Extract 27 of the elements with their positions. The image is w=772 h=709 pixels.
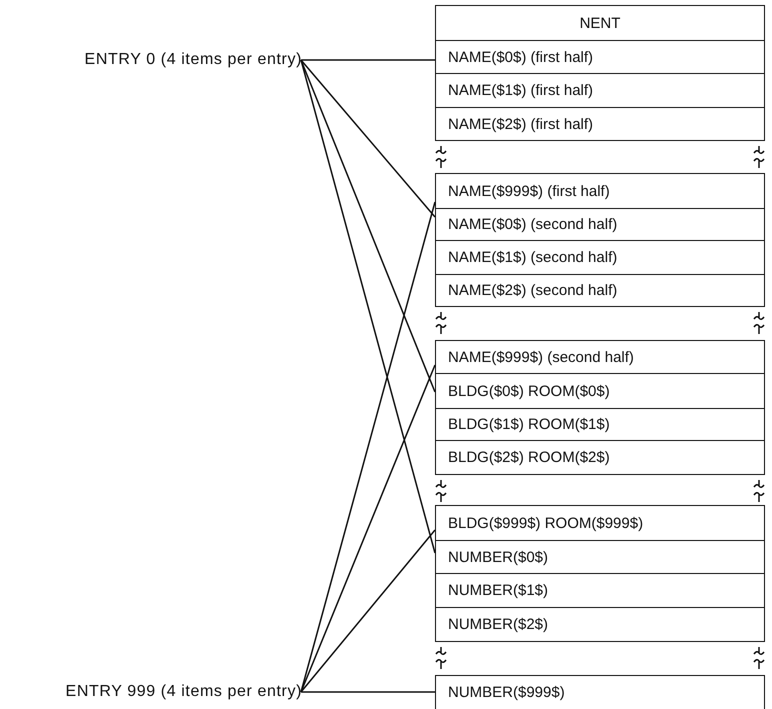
memory-cell: NAME($2$) (first half) [435, 107, 765, 141]
connector-line [300, 60, 436, 218]
connector-line [300, 530, 436, 692]
memory-cell: BLDG($2$) ROOM($2$) [435, 440, 765, 475]
entry-label: ENTRY 0 (4 items per entry) [84, 51, 302, 69]
memory-cell: NAME($999$) (second half) [435, 340, 765, 374]
memory-cell: NAME($2$) (second half) [435, 274, 765, 307]
memory-cell: BLDG($0$) ROOM($0$) [435, 373, 765, 409]
memory-cell: NAME($0$) (first half) [435, 40, 765, 74]
memory-cell: NAME($0$) (second half) [435, 208, 765, 241]
connector-line [300, 202, 436, 692]
connector-line [301, 691, 435, 693]
entry-label: ENTRY 999 (4 items per entry) [66, 683, 302, 701]
connector-line [300, 364, 436, 692]
memory-cell: NUMBER($999$) [435, 675, 765, 709]
connector-line [300, 60, 436, 554]
memory-cell: NENT [435, 5, 765, 41]
memory-cell: NUMBER($1$) [435, 573, 765, 608]
connector-line [300, 60, 436, 392]
memory-cell: BLDG($1$) ROOM($1$) [435, 408, 765, 441]
memory-cell: NAME($1$) (second half) [435, 240, 765, 275]
memory-cell: NAME($1$) (first half) [435, 73, 765, 108]
memory-cell: NAME($999$) (first half) [435, 173, 765, 209]
memory-cell: NUMBER($2$) [435, 607, 765, 642]
memory-cell: BLDG($999$) ROOM($999$) [435, 505, 765, 541]
connector-line [301, 59, 435, 61]
memory-cell: NUMBER($0$) [435, 540, 765, 574]
